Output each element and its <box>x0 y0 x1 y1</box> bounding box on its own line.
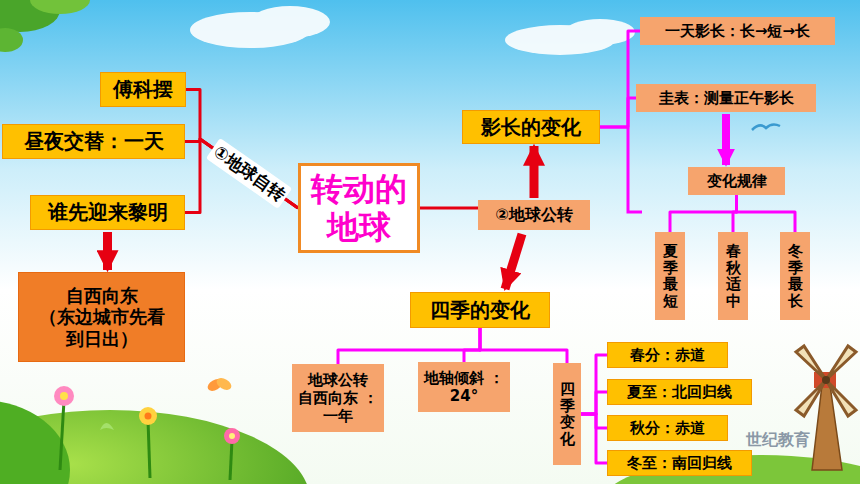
clouds <box>190 6 635 55</box>
solar-term-box: 夏至：北回归线 <box>607 379 752 405</box>
node-text: 影长的变化 <box>481 114 581 141</box>
watermark: 世纪教育 <box>743 429 813 452</box>
node-text: 春分：赤道 <box>630 346 705 365</box>
connector-line <box>600 98 636 127</box>
grass-hills <box>0 400 860 484</box>
corner-leaves <box>0 0 90 52</box>
node-text: 春秋适中 <box>726 243 741 309</box>
solar-term-box: 春分：赤道 <box>607 342 728 368</box>
season-box: 冬季最长 <box>780 232 810 320</box>
connector-arrow <box>103 232 112 270</box>
connector-line <box>186 90 298 209</box>
node-text: 傅科摆 <box>113 76 173 103</box>
connector-arrow <box>722 114 730 165</box>
node-text: 冬季最长 <box>788 243 803 309</box>
connector-line <box>670 195 737 232</box>
connector-line <box>581 414 607 463</box>
node-text: 夏季最短 <box>663 243 678 309</box>
windmill <box>796 346 856 470</box>
connector-line <box>581 355 607 414</box>
topic-box: 影长的变化 <box>462 110 600 144</box>
central-topic: 转动的 地球 <box>298 163 420 253</box>
flowers <box>54 386 240 480</box>
node-text: 自西向东 （东边城市先看 到日出） <box>23 285 180 350</box>
fact-box: 谁先迎来黎明 <box>30 195 185 230</box>
fact-box: 傅科摆 <box>100 72 186 107</box>
result-box: 自西向东 （东边城市先看 到日出） <box>18 272 185 362</box>
connector-line <box>480 328 567 363</box>
topic-box: 四季的变化 <box>410 292 550 328</box>
node-text: 谁先迎来黎明 <box>48 199 168 226</box>
connector-line <box>581 392 607 414</box>
solar-term-box: 秋分：赤道 <box>607 415 728 441</box>
connector-arrow <box>530 146 539 198</box>
node-text: 转动的 地球 <box>305 170 413 247</box>
node-text: 地球公转 自西向东 ：一年 <box>297 371 379 425</box>
connector-line <box>338 328 480 364</box>
connector-line <box>581 414 607 428</box>
fact-box: 昼夜交替：一天 <box>2 124 185 159</box>
node-text: 地轴倾斜 ：24° <box>423 369 505 405</box>
node-text: 四季变化 <box>560 381 575 447</box>
connector-line <box>464 328 480 362</box>
node-text: 四季的变化 <box>430 297 530 324</box>
connector-line <box>600 31 640 127</box>
node-text: 秋分：赤道 <box>630 419 705 438</box>
branch-label: ①地球自转 <box>206 137 293 208</box>
butterfly <box>206 376 234 394</box>
node-text: 夏至：北回归线 <box>627 383 732 402</box>
connector-arrow <box>505 234 522 289</box>
cause-box: 地球公转 自西向东 ：一年 <box>292 364 384 432</box>
node-text: 圭表：测量正午影长 <box>659 89 794 108</box>
cause-box: 地轴倾斜 ：24° <box>418 362 510 412</box>
node-text: 昼夜交替：一天 <box>24 128 164 155</box>
bird <box>752 124 780 130</box>
solar-term-box: 冬至：南回归线 <box>607 450 752 476</box>
node-text: 变化规律 <box>707 172 767 191</box>
connector-line <box>420 207 478 210</box>
node-text: ②地球公转 <box>495 205 573 226</box>
fact-box: 一天影长：长→短→长 <box>640 17 835 45</box>
fact-box: 圭表：测量正午影长 <box>636 84 816 112</box>
node-text: 一天影长：长→短→长 <box>665 22 810 41</box>
rule-box: 变化规律 <box>688 167 785 195</box>
branch-box: ②地球公转 <box>478 200 590 230</box>
season-box: 春秋适中 <box>718 232 748 320</box>
season-box: 夏季最短 <box>655 232 685 320</box>
bracket-tail <box>628 128 642 212</box>
node-text: 冬至：南回归线 <box>627 454 732 473</box>
connector-line <box>737 195 796 232</box>
season-box: 四季变化 <box>553 363 581 465</box>
